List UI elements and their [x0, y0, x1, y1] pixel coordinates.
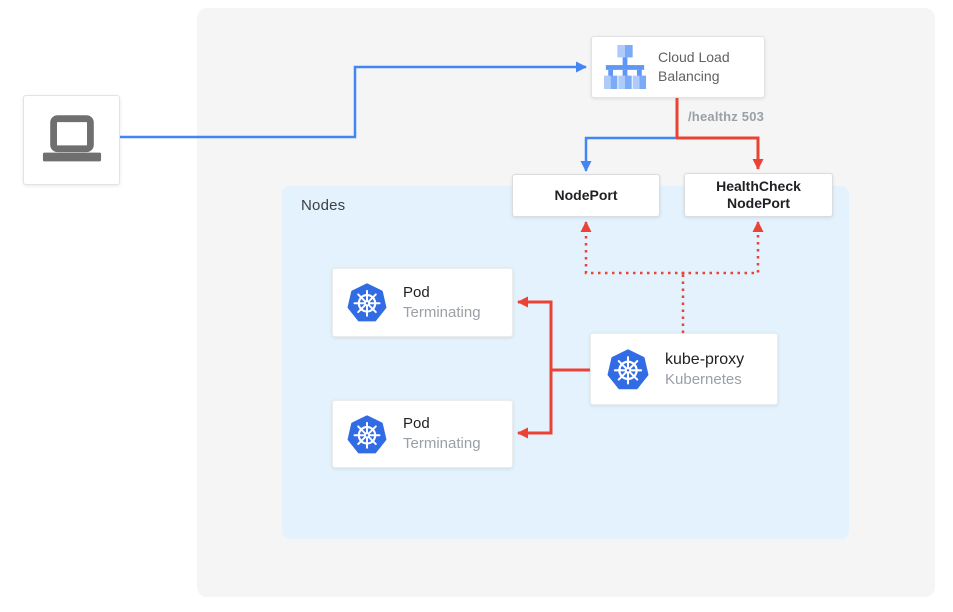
pod-status: Terminating: [403, 303, 481, 321]
kubernetes-icon: [347, 414, 387, 453]
cloud-load-balancing-icon: [603, 45, 647, 89]
cloud-load-balancing-label: Cloud Load Balancing: [658, 49, 730, 84]
cloud-load-balancing-node: Cloud Load Balancing: [591, 36, 765, 98]
client-node: [23, 95, 120, 185]
healthz-status-label: /healthz 503: [688, 109, 765, 124]
healthcheck-nodeport-node: HealthCheck NodePort: [684, 173, 833, 217]
kube-proxy-title: kube-proxy: [665, 350, 745, 368]
pod-text: Pod Terminating: [403, 283, 481, 323]
pod-node-1: Pod Terminating: [332, 268, 513, 337]
nodeport-label: NodePort: [554, 187, 618, 203]
pod-text: Pod Terminating: [403, 414, 481, 454]
pod-node-2: Pod Terminating: [332, 400, 513, 468]
kube-proxy-subtitle: Kubernetes: [665, 370, 742, 388]
nodes-panel-label: Nodes: [301, 197, 346, 214]
nodeport-node: NodePort: [512, 174, 660, 217]
kube-proxy-node: kube-proxy Kubernetes: [590, 333, 778, 405]
pod-title: Pod: [403, 283, 430, 301]
pod-title: Pod: [403, 415, 430, 432]
pod-status: Terminating: [403, 435, 481, 452]
kubernetes-icon: [347, 283, 387, 322]
kube-proxy-text: kube-proxy Kubernetes: [665, 349, 744, 390]
healthcheck-nodeport-label: HealthCheck NodePort: [716, 178, 801, 211]
laptop-icon: [42, 115, 101, 162]
kubernetes-icon: [607, 348, 649, 389]
